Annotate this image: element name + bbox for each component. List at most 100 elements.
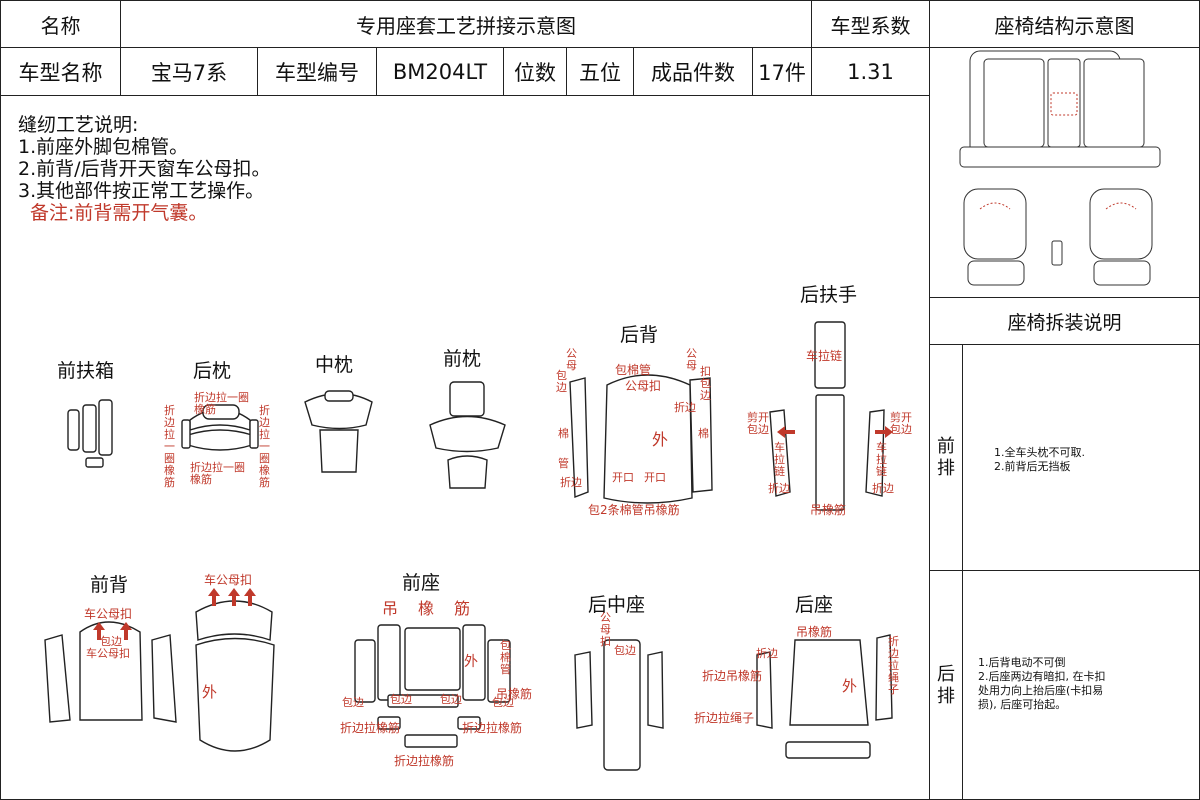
- ann-ra-cut-left: 剪开包边: [747, 411, 769, 436]
- ann-rb-left-buckle: 公母: [566, 347, 577, 372]
- ann-fs-pipe: 包棉管: [500, 639, 511, 676]
- label-rear-armrest: 后扶手: [800, 284, 858, 306]
- ann-rh-bottom: 折边拉一圈橡筋: [190, 461, 245, 486]
- ann-rh-top: 折边拉一圈橡筋: [194, 391, 249, 416]
- rear-seat-pieces: [756, 634, 893, 759]
- ann-rb-right-buckle: 公母: [686, 347, 697, 372]
- ann-fs-out: 外: [464, 654, 478, 670]
- ann-fs-side1: 包边: [342, 696, 364, 709]
- ann-rb-open2: 开口: [644, 471, 666, 484]
- ann-rb-right-cotton: 棉: [698, 427, 709, 440]
- ann-fb-buckle2: 车公母扣: [86, 647, 130, 660]
- arrow-up-2: [228, 588, 240, 606]
- ann-rs-top: 吊橡筋: [796, 625, 833, 639]
- arrow-up-1: [208, 588, 220, 606]
- buckle-arrows: [93, 426, 893, 640]
- front-row-label: 前排: [937, 436, 955, 479]
- label-rear-seat: 后座: [795, 594, 834, 616]
- rear-row-notes: 1.后背电动不可倒 2.后座两边有暗扣, 在卡扣 处用力向上抬后座(卡扣易 损)…: [978, 656, 1106, 712]
- middle-headrest-pieces: [304, 390, 373, 473]
- ann-ra-right-fold: 折边: [872, 482, 894, 495]
- ann-rs-fold-rope: 折边拉绳子: [694, 711, 755, 725]
- ann-rs-out: 外: [842, 677, 858, 695]
- seats-label: 位数: [504, 48, 567, 96]
- ann-ra-left-fold: 折边: [768, 482, 790, 495]
- label-rear-back: 后背: [620, 324, 659, 346]
- label-front-headrest: 前枕: [443, 348, 482, 370]
- ann-fs-hang: 吊橡筋: [496, 687, 533, 701]
- ann-rb-buckle: 公母扣: [625, 379, 662, 393]
- seat-structure-diagram: [959, 50, 1161, 286]
- ann-rh-right: 折边拉一圈橡筋: [259, 404, 270, 489]
- label-middle-headrest: 中枕: [315, 354, 354, 376]
- seats-value: 五位: [567, 48, 634, 96]
- ann-fs-top: 吊橡筋: [382, 599, 491, 618]
- front-back-pieces: [44, 600, 275, 752]
- front-row-note-2: 2.前背后无挡板: [994, 460, 1071, 473]
- model-name-label: 车型名称: [0, 48, 121, 96]
- coef-label: 车型系数: [812, 0, 930, 48]
- sewing-notes: 缝纫工艺说明: 1.前座外脚包棉管。 2.前背/后背开天窗车公母扣。 3.其他部…: [18, 114, 271, 224]
- notes-remark: 备注:前背需开气囊。: [30, 202, 208, 224]
- ann-fs-side2: 包边: [390, 693, 412, 706]
- rear-row-note-1: 1.后背电动不可倒: [978, 656, 1066, 669]
- ann-ra-bottom: 吊橡筋: [810, 503, 847, 517]
- ann-rb-right-fold: 折边: [674, 401, 696, 414]
- front-row-notes: 1.全车头枕不可取. 2.前背后无挡板: [994, 446, 1085, 474]
- ann-fb-buckle-top: 车公母扣: [204, 573, 253, 587]
- ann-rs-fold1: 折边: [756, 647, 778, 660]
- ann-fb-side: 包边: [100, 635, 122, 648]
- front-seat-pieces: [354, 624, 511, 748]
- ann-rm-side: 包边: [614, 644, 636, 657]
- label-front-back: 前背: [90, 574, 129, 596]
- disassembly-title: 座椅拆装说明: [930, 297, 1200, 345]
- pieces-value: 17件: [753, 48, 812, 96]
- ann-rh-left: 折边拉一圈橡筋: [164, 404, 175, 489]
- front-headrest-pieces: [429, 381, 506, 489]
- ann-rb-bottom: 包2条棉管吊橡筋: [588, 503, 680, 517]
- ann-ra-cut-right: 剪开包边: [890, 411, 912, 436]
- label-rear-middle-seat: 后中座: [588, 594, 646, 616]
- ann-fb-out: 外: [202, 683, 218, 701]
- arrow-up-5: [120, 622, 132, 640]
- ann-rs-fold-rope2: 折边拉绳子: [888, 635, 899, 696]
- ann-rb-open1: 开口: [612, 471, 634, 484]
- rear-row-note-2: 2.后座两边有暗扣, 在卡扣: [978, 670, 1106, 683]
- rear-back-pieces: [569, 374, 713, 504]
- right-divider-2: [930, 570, 1200, 571]
- struct-title: 座椅结构示意图: [930, 0, 1200, 48]
- model-code-label: 车型编号: [258, 48, 377, 96]
- ann-rb-left-side: 包边: [556, 369, 567, 394]
- ann-fs-fold2: 折边拉橡筋: [462, 721, 523, 735]
- model-name: 宝马7系: [121, 48, 258, 96]
- front-armrest-box-pieces: [67, 399, 113, 468]
- page-title: 专用座套工艺拼接示意图: [121, 0, 812, 48]
- ann-rb-pipe: 包棉管: [615, 363, 652, 377]
- ann-ra-left-zip: 车拉链: [774, 441, 785, 478]
- rear-middle-seat-pieces: [574, 639, 664, 771]
- label-front-armrest-box: 前扶箱: [57, 360, 115, 382]
- ann-fs-fold3: 折边拉橡筋: [394, 754, 455, 768]
- ann-fs-side3: 包边: [440, 693, 462, 706]
- notes-item-1: 1.前座外脚包棉管。: [18, 136, 189, 158]
- ann-rb-right-side: 扣包边: [700, 365, 711, 402]
- ann-rb-out: 外: [652, 430, 669, 449]
- model-code: BM204LT: [377, 48, 504, 96]
- arrow-right: [875, 426, 893, 438]
- name-label: 名称: [0, 0, 121, 48]
- coef-value: 1.31: [812, 48, 930, 96]
- label-rear-headrest: 后枕: [193, 360, 232, 382]
- rear-row-label: 后排: [937, 664, 955, 707]
- pieces-label: 成品件数: [634, 48, 753, 96]
- ann-rb-cotton: 棉: [558, 427, 569, 440]
- ann-rm-buckle: 公母扣: [600, 611, 611, 648]
- rear-row-note-3: 处用力向上抬后座(卡扣易: [978, 684, 1104, 697]
- ann-fs-side4: 包边: [492, 696, 514, 709]
- ann-rb-pipe2: 管: [558, 457, 569, 470]
- arrow-up-3: [244, 588, 256, 606]
- notes-item-3: 3.其他部件按正常工艺操作。: [18, 180, 265, 202]
- notes-item-2: 2.前背/后背开天窗车公母扣。: [18, 158, 271, 180]
- pattern-diagram: [44, 321, 893, 771]
- ann-rb-fold: 折边: [560, 476, 582, 489]
- arrow-up-4: [93, 622, 105, 640]
